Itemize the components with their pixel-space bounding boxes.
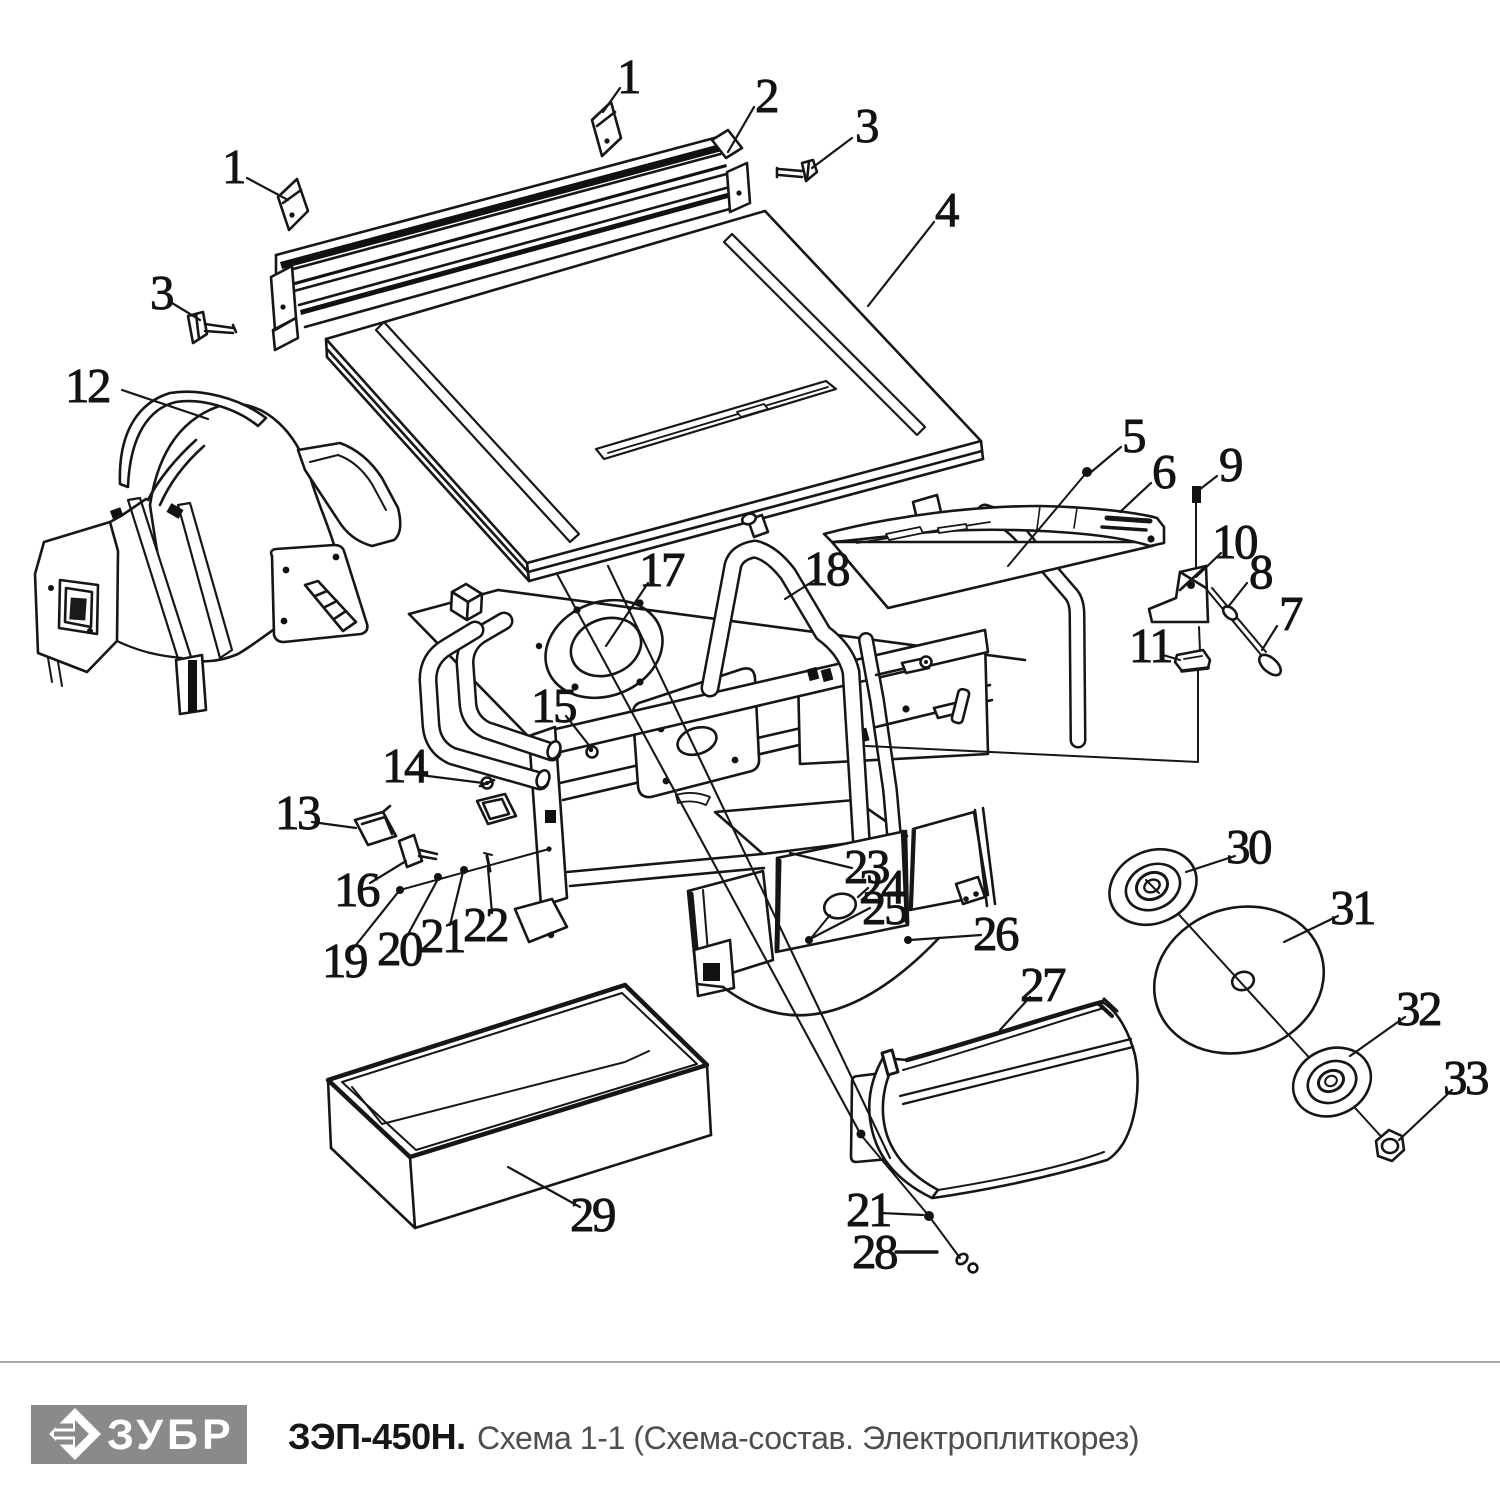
svg-text:4: 4 [935,182,959,237]
svg-text:8: 8 [1249,544,1272,599]
svg-text:16: 16 [334,862,380,917]
svg-text:25: 25 [862,880,907,935]
svg-text:9: 9 [1219,437,1242,492]
svg-text:24: 24 [859,859,905,914]
svg-text:33: 33 [1443,1050,1488,1105]
svg-text:29: 29 [570,1187,615,1242]
svg-text:14: 14 [382,738,428,793]
svg-text:10: 10 [1212,514,1257,569]
svg-text:21: 21 [846,1182,890,1237]
svg-text:22: 22 [463,897,507,952]
svg-text:6: 6 [1152,444,1176,499]
svg-text:30: 30 [1226,819,1271,874]
svg-text:ЗУБР: ЗУБР [107,1411,235,1459]
svg-text:26: 26 [973,906,1019,961]
svg-text:ЗЭП-450Н.: ЗЭП-450Н. [288,1416,466,1457]
svg-text:17: 17 [639,542,685,597]
svg-text:18: 18 [804,541,849,596]
svg-text:21: 21 [420,908,464,963]
svg-text:31: 31 [1330,880,1374,935]
svg-text:5: 5 [1122,408,1145,463]
svg-text:11: 11 [1129,618,1171,673]
svg-text:3: 3 [855,98,878,153]
svg-text:12: 12 [65,358,109,413]
svg-text:1: 1 [222,139,244,194]
svg-text:1: 1 [617,49,639,104]
svg-text:13: 13 [275,785,320,840]
svg-text:28: 28 [852,1224,897,1279]
svg-text:32: 32 [1396,981,1440,1036]
svg-text:23: 23 [844,839,889,894]
svg-text:20: 20 [377,921,422,976]
svg-text:3: 3 [150,265,173,320]
svg-text:2: 2 [755,68,777,123]
svg-text:15: 15 [531,678,576,733]
svg-text:27: 27 [1020,957,1066,1012]
svg-text:19: 19 [322,933,367,988]
svg-text:7: 7 [1279,586,1303,641]
svg-text:Схема 1-1 (Схема-состав. Элект: Схема 1-1 (Схема-состав. Электроплиткоре… [477,1420,1139,1456]
